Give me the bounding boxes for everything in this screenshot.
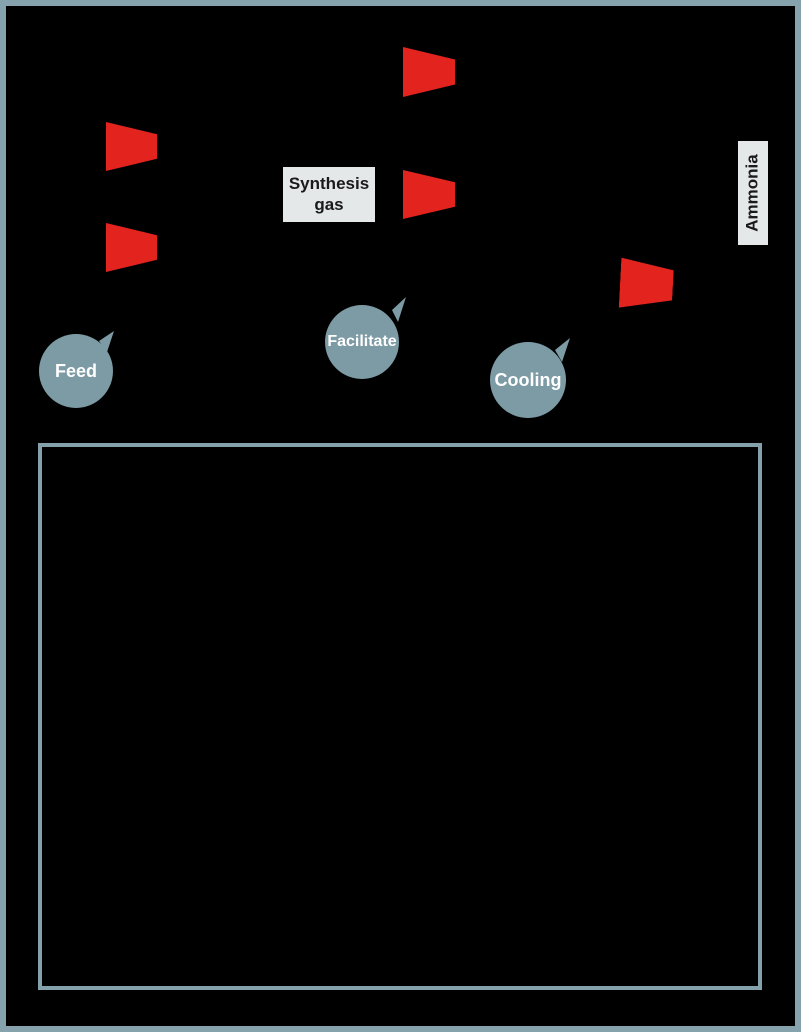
speech-bubble-icon — [325, 297, 406, 379]
synthesis-gas-tag-text: Synthesis gas — [288, 174, 370, 214]
synthesis-gas-tag: Synthesis gas — [283, 167, 375, 222]
ammonia-tag-text: Ammonia — [743, 154, 762, 232]
red-flow-arrow-icon — [106, 223, 157, 272]
facilitate-bubble-label: Facilitate — [327, 333, 397, 350]
feed-bubble: Feed — [38, 328, 122, 412]
red-flow-arrow-icon — [619, 258, 675, 311]
feed-bubble-label: Feed — [54, 360, 97, 381]
red-flow-arrow-icon — [106, 122, 157, 171]
ammonia-tag: Ammonia — [738, 141, 768, 245]
cooling-bubble-label: Cooling — [494, 369, 562, 390]
speech-bubble-icon — [39, 331, 114, 408]
speech-bubble-icon — [490, 338, 570, 418]
red-flow-arrow-icon — [403, 170, 455, 219]
detail-panel — [38, 443, 762, 990]
cooling-bubble: Cooling — [490, 334, 580, 426]
facilitate-bubble: Facilitate — [324, 295, 416, 385]
red-flow-arrow-icon — [403, 47, 455, 97]
